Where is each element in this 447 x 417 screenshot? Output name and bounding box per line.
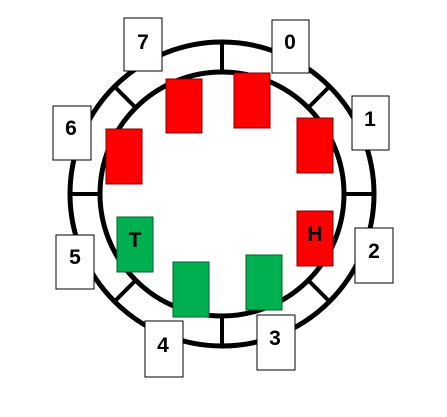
index-label-text: 2 [368,240,380,263]
slot-rect [165,78,203,134]
index-label-text: 5 [69,246,81,269]
slot-rect [116,216,154,273]
slot-markers: H T [129,223,323,252]
slot-rect [296,117,334,174]
slot-rect [233,72,271,129]
index-label-box [144,320,184,378]
index-label-1: 1 [351,95,390,151]
slots [105,72,334,318]
index-label-box [55,234,95,290]
index-label-text: 1 [364,108,376,131]
index-label-box [52,105,92,161]
slot-rect [296,210,334,267]
slot-rect [105,128,143,185]
index-label-text: 3 [269,327,281,350]
index-label-box [351,95,390,151]
divider-bottom-right [306,278,331,303]
index-label-box [256,314,296,371]
index-label-box [271,19,310,74]
divider-top-right [306,85,331,110]
ring-dividers [70,42,374,346]
tail-marker: T [129,229,142,252]
index-label-box [123,17,163,72]
index-label-0: 0 [271,19,310,74]
index-label-text: 0 [284,31,296,54]
index-label-text: 4 [157,334,169,357]
index-label-box [354,227,394,284]
index-label-text: 6 [65,117,77,140]
head-marker: H [307,223,322,246]
slot-rect [245,254,283,311]
slot-rect [172,261,210,318]
divider-bottom-left [113,278,138,303]
index-label-5: 5 [55,234,95,290]
index-label-3: 3 [256,314,296,371]
index-label-7: 7 [123,17,163,72]
index-labels: 7 0 1 6 5 2 4 3 [52,17,394,378]
index-label-text: 7 [137,31,149,54]
index-label-6: 6 [52,105,92,161]
ring-inner-circle [97,69,347,319]
divider-top-left [113,85,138,110]
index-label-2: 2 [354,227,394,284]
index-label-4: 4 [144,320,184,378]
